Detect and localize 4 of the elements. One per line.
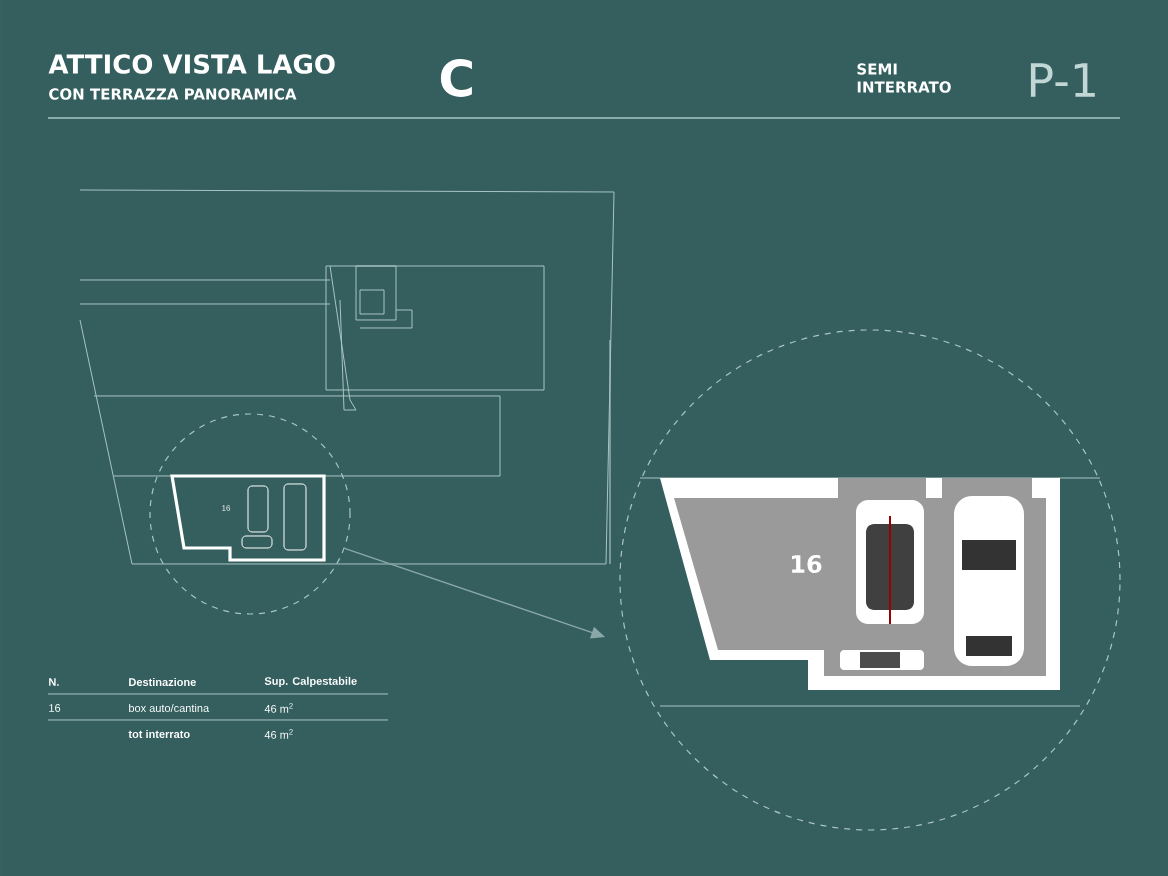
floor-code: P-1 (1030, 63, 1095, 97)
unit-number: 16 (792, 554, 822, 574)
title: ATTICO VISTA LAGO (48, 54, 335, 74)
building-letter: C (440, 59, 472, 97)
